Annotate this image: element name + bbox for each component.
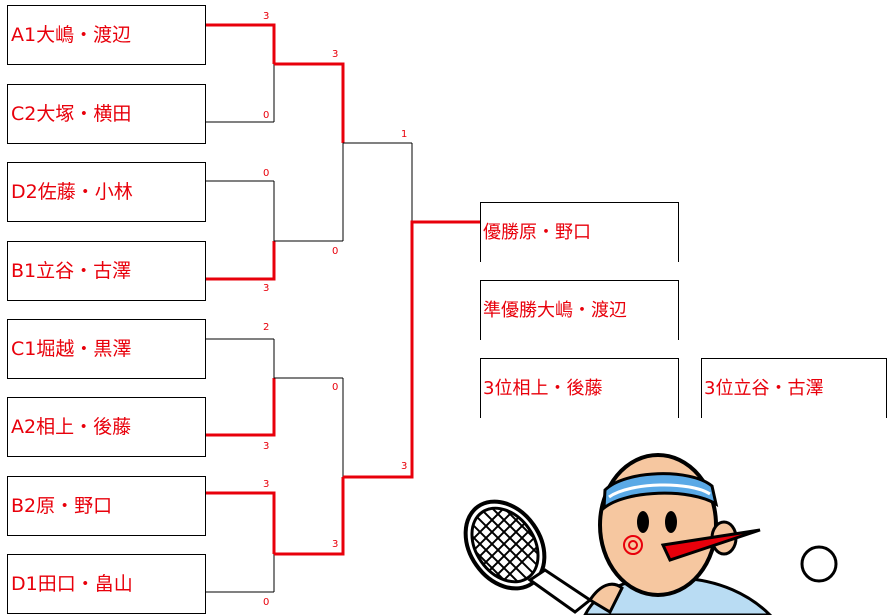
score-r3-bottom: 3 <box>401 461 408 472</box>
result-third-b: 3位立谷・古澤 <box>701 358 887 418</box>
entry-a2: A2相上・後藤 <box>7 397 206 457</box>
score-r1-b2: 3 <box>263 479 270 490</box>
score-r1-c1: 2 <box>263 322 270 333</box>
entry-b1: B1立谷・古澤 <box>7 241 206 301</box>
entry-label: D1田口・畠山 <box>11 572 133 595</box>
score-r1-c2: 0 <box>263 110 270 121</box>
entry-c2: C2大塚・横田 <box>7 84 206 144</box>
score-r2-upper-mid: 0 <box>332 246 339 257</box>
score-r3-top: 1 <box>401 129 408 140</box>
score-r1-a1: 3 <box>263 11 270 22</box>
entry-label: A1大嶋・渡辺 <box>11 23 132 46</box>
result-third-a-label: 3位相上・後藤 <box>483 377 603 399</box>
score-r1-d1: 0 <box>263 597 270 608</box>
score-r1-a2: 3 <box>263 441 270 452</box>
score-r2-lower-mid: 0 <box>332 382 339 393</box>
result-third-b-label: 3位立谷・古澤 <box>704 377 824 399</box>
entry-label: A2相上・後藤 <box>11 415 132 438</box>
score-r1-d2: 0 <box>263 168 270 179</box>
entry-label: D2佐藤・小林 <box>11 180 133 203</box>
entry-label: C1堀越・黒澤 <box>11 337 132 360</box>
score-r2-top: 3 <box>332 49 339 60</box>
result-champion: 優勝原・野口 <box>480 202 679 262</box>
entry-b2: B2原・野口 <box>7 476 206 536</box>
entry-label: C2大塚・横田 <box>11 102 132 125</box>
result-runner-up-label: 準優勝大嶋・渡辺 <box>483 299 627 321</box>
entry-c1: C1堀越・黒澤 <box>7 319 206 379</box>
entry-d2: D2佐藤・小林 <box>7 162 206 222</box>
result-runner-up: 準優勝大嶋・渡辺 <box>480 280 679 340</box>
entry-label: B1立谷・古澤 <box>11 259 132 282</box>
score-r2-bottom: 3 <box>332 539 339 550</box>
score-r1-b1: 3 <box>263 283 270 294</box>
entry-d1: D1田口・畠山 <box>7 554 206 614</box>
entry-label: B2原・野口 <box>11 494 113 517</box>
entry-a1: A1大嶋・渡辺 <box>7 5 206 65</box>
result-champion-label: 優勝原・野口 <box>483 221 591 243</box>
result-third-a: 3位相上・後藤 <box>480 358 679 418</box>
